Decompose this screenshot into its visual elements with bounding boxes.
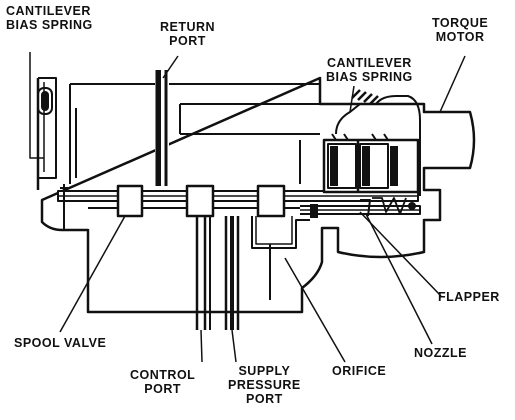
flapper-nozzle-assembly	[300, 197, 421, 218]
right-spring-leader	[349, 85, 355, 113]
spool-valve-leader	[59, 215, 126, 333]
left-bias-spring	[29, 52, 68, 230]
label-line: SUPPLY	[238, 364, 291, 378]
label-return-port: RETURN PORT	[160, 20, 215, 48]
label-nozzle: NOZZLE	[414, 346, 467, 360]
leader-lines	[59, 55, 466, 363]
torque-motor	[322, 133, 420, 194]
label-line: PORT	[169, 34, 206, 48]
flapper-leader	[359, 211, 442, 297]
right-bias-spring	[335, 89, 421, 196]
orifice-leader	[284, 257, 346, 363]
label-spool-valve: SPOOL VALVE	[14, 336, 107, 350]
spool-valve	[57, 184, 419, 218]
label-line: PRESSURE	[228, 378, 301, 392]
torque-motor-leader	[439, 55, 466, 113]
upper-cavity-lines	[69, 83, 320, 184]
label-line: CONTROL	[130, 368, 196, 382]
label-cantilever-bias-spring-left: CANTILEVER BIAS SPRING	[6, 4, 93, 32]
label-line: TORQUE	[432, 16, 489, 30]
label-flapper: FLAPPER	[438, 290, 500, 304]
label-torque-motor: TORQUE MOTOR	[432, 16, 488, 44]
label-line: MOTOR	[435, 30, 485, 44]
control-port-passage	[195, 216, 211, 330]
label-line: RETURN	[160, 20, 216, 34]
return-port-passage	[155, 68, 169, 188]
label-line: BIAS SPRING	[6, 18, 93, 32]
valve-body-outline	[36, 76, 476, 314]
supply-port-passage	[224, 216, 240, 330]
label-cantilever-bias-spring-right: CANTILEVER BIAS SPRING	[326, 56, 413, 84]
control-port-leader	[200, 329, 203, 363]
nozzle-leader	[365, 213, 433, 345]
label-line: CANTILEVER	[6, 4, 91, 18]
label-supply-pressure-port: SUPPLY PRESSURE PORT	[228, 364, 301, 406]
return-port-leader	[162, 55, 179, 79]
label-line: BIAS SPRING	[326, 70, 413, 84]
label-line: PORT	[246, 392, 283, 406]
orifice-passage	[251, 216, 310, 300]
label-line: CANTILEVER	[326, 56, 412, 70]
label-control-port: CONTROL PORT	[130, 368, 195, 396]
supply-port-leader	[231, 329, 237, 363]
label-orifice: ORIFICE	[332, 364, 387, 378]
label-line: PORT	[144, 382, 182, 396]
